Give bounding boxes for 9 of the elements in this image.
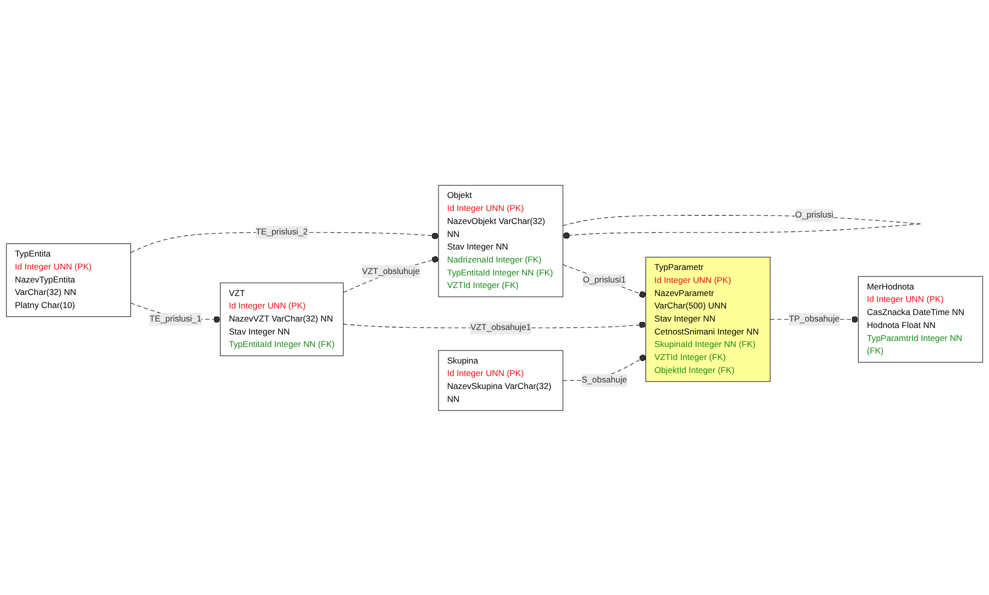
connector (562, 264, 646, 298)
connector (343, 256, 439, 292)
table-box: Skupina Id Integer UNN (PK) NazevSkupina VarChar(32) NN (438, 350, 564, 410)
table-box: Objekt Id Integer UNN (PK) NazevObjekt VarChar(32) NN Stav Integer NN NadrizenaId Integer (FK) TypEntitaId Integer NN (FK) VZTId Integer (FK) (438, 184, 564, 297)
er-diagram: TE_prislusi_2 O_prislusi O_prislusi1 TE_prislusi_1 VZT_obsluhuje VZT_obsahuje1 S_obsahuje TP_obsahuje Objekt Id Integer UNN (PK) NazevObjekt VarChar(32) NN Stav Integer NN NadrizenaId Integer (FK) TypEntitaId Integer NN (FK) VZTId Integer (FK) TypEntita Id Integer UNN (PK) NazevTypEntita VarChar(32) NN Platny Char(10) TypParametr Id Integer UNN (PK) NazevParametr VarChar(500) UNN Stav Integer NN CetnostSnimani Integer NN SkupinaId Integer NN (FK) VZTId Integer (FK) ObjektId Integer (FK) VZT Id Integer UNN (PK) NazevVZT VarChar(32) NN Stav Integer NN TypEntitaId Integer NN (FK) Skupina Id Integer UNN (PK) NazevSkupina VarChar(32) NN MerHodnota Id Integer UNN (PK) CasZnacka DateTime NN Hodnota Float NN TypParamtrId Integer NN (FK) (2, 180, 987, 414)
table-box: TypEntita Id Integer UNN (PK) NazevTypEntita VarChar(32) NN Platny Char(10) (6, 243, 131, 317)
table-box: TypParametr Id Integer UNN (PK) NazevParametr VarChar(500) UNN Stav Integer NN CetnostSnimani Integer NN SkupinaId Integer NN (FK) VZTId Integer (FK) ObjektId Integer (FK) (646, 256, 770, 382)
table-box: MerHodnota Id Integer UNN (PK) CasZnacka DateTime NN Hodnota Float NN TypParamtrId Integer NN (FK) (858, 276, 983, 362)
table-box: VZT Id Integer UNN (PK) NazevVZT VarChar(32) NN Stav Integer NN TypEntitaId Integer NN (FK) (220, 282, 344, 356)
